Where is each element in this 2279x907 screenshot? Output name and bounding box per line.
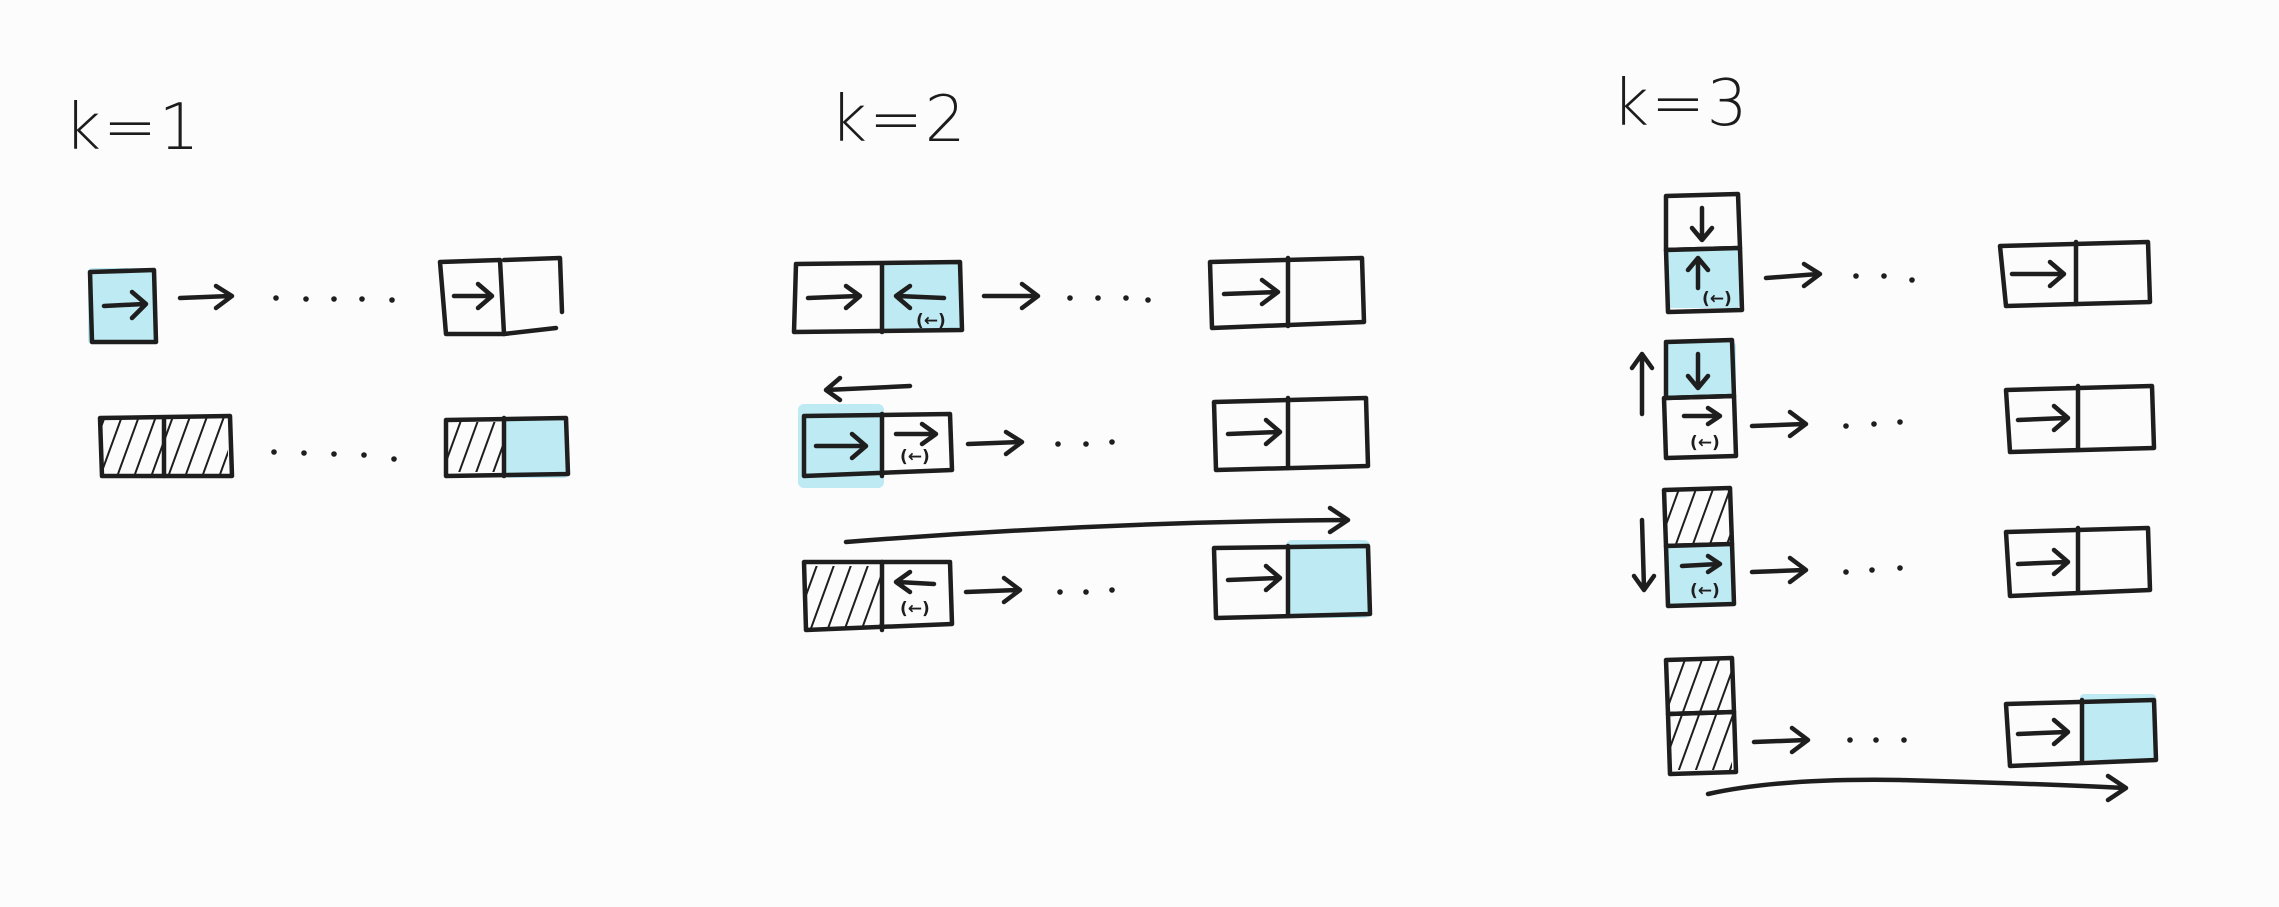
k3-row-4	[1663, 655, 2159, 803]
shift-marker: (←)	[900, 447, 930, 467]
panel-label-k2: k=2	[830, 83, 968, 157]
k2-row-1: (←)	[791, 255, 1367, 335]
shift-marker: (←)	[1690, 581, 1720, 601]
k1-row-1	[87, 255, 565, 345]
panel-label-k3: k=3	[1612, 67, 1750, 141]
shift-marker: (←)	[900, 599, 930, 619]
shift-marker: (←)	[1702, 289, 1732, 309]
k2-row-3: (←)	[801, 505, 1373, 633]
k3-row-2: (←)	[1629, 337, 2157, 461]
k2-row-2: (←)	[798, 375, 1371, 488]
panel-label-k1: k=1	[64, 91, 202, 165]
shift-marker: (←)	[1690, 433, 1720, 453]
k1-row-2	[97, 413, 571, 479]
k3-row-1: (←)	[1663, 191, 2153, 315]
k3-row-3: (←)	[1631, 485, 2153, 609]
shift-marker: (←)	[916, 311, 946, 331]
